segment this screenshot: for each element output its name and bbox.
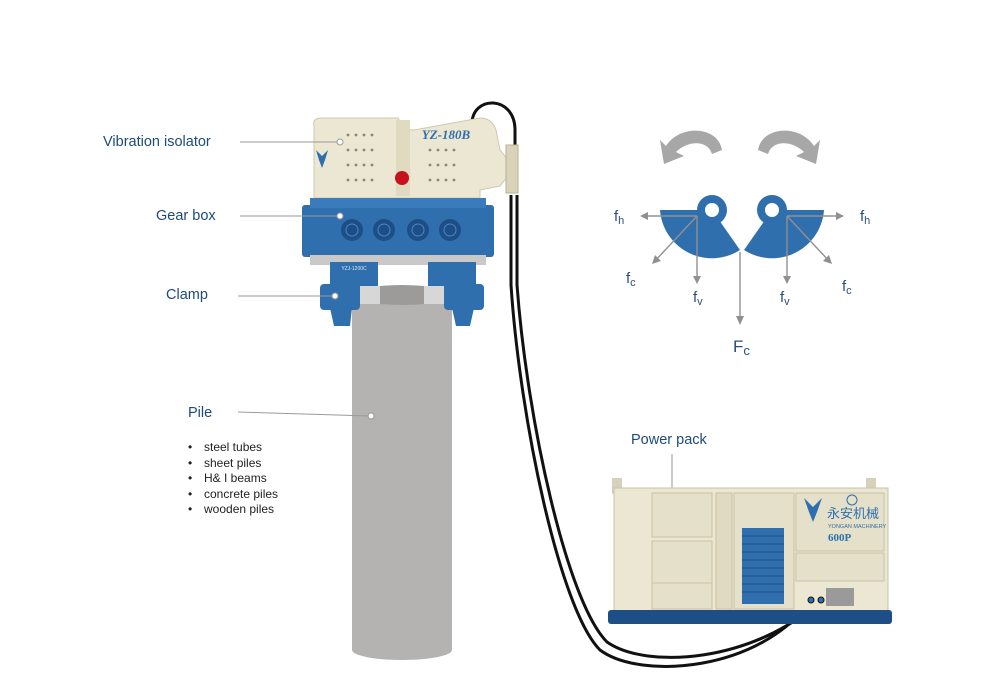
rotation-arrow-cw (758, 130, 820, 164)
isolator-marker (336, 138, 344, 146)
machine-model: YZ-180B (422, 127, 471, 142)
pile-marker (367, 412, 375, 420)
pile-type-item: H& I beams (188, 471, 278, 487)
yongan-logo-icon (804, 498, 822, 522)
pile-type-item: steel tubes (188, 440, 278, 456)
clamp-model: YZJ-1200C (341, 266, 367, 272)
force-fh-left: fh (614, 208, 624, 227)
label-gear-box: Gear box (156, 208, 216, 224)
clamp: YZJ-1200C (320, 262, 484, 326)
yongan-logo-icon (316, 150, 328, 168)
power-pack-brand-cn: 永安机械 (827, 507, 879, 522)
hydraulic-hoses (470, 101, 823, 668)
label-clamp: Clamp (166, 287, 208, 303)
force-fv-right: fv (780, 289, 790, 308)
pile (352, 285, 452, 660)
force-fv-left: fv (693, 289, 703, 308)
clamp-marker (331, 292, 339, 300)
leader-lines (237, 141, 673, 502)
gear-box (302, 198, 494, 265)
power-pack-model: 600P (828, 532, 852, 544)
power-pack: 永安机械 YONGAN MACHINERY 600P (608, 478, 892, 624)
pile-type-item: concrete piles (188, 487, 278, 503)
label-vibration-isolator: Vibration isolator (103, 134, 211, 150)
force-fc-left: fc (626, 270, 636, 289)
pile-type-item: wooden piles (188, 502, 278, 518)
label-pile: Pile (188, 405, 213, 421)
force-Fc-total: Fc (733, 337, 750, 358)
pile-types-list: steel tubes sheet piles H& I beams concr… (188, 440, 278, 518)
vibration-isolator: YZ-180B (313, 117, 519, 199)
power-pack-brand-en: YONGAN MACHINERY (828, 524, 887, 530)
label-power-pack: Power pack (631, 432, 707, 448)
pile-type-item: sheet piles (188, 456, 278, 472)
rotation-arrow-ccw (660, 130, 722, 164)
force-diagram: fh fh fc fc fv fv Fc (614, 130, 870, 358)
force-fc-right: fc (842, 278, 852, 297)
force-fh-right: fh (860, 208, 870, 227)
gearbox-marker (336, 212, 344, 220)
